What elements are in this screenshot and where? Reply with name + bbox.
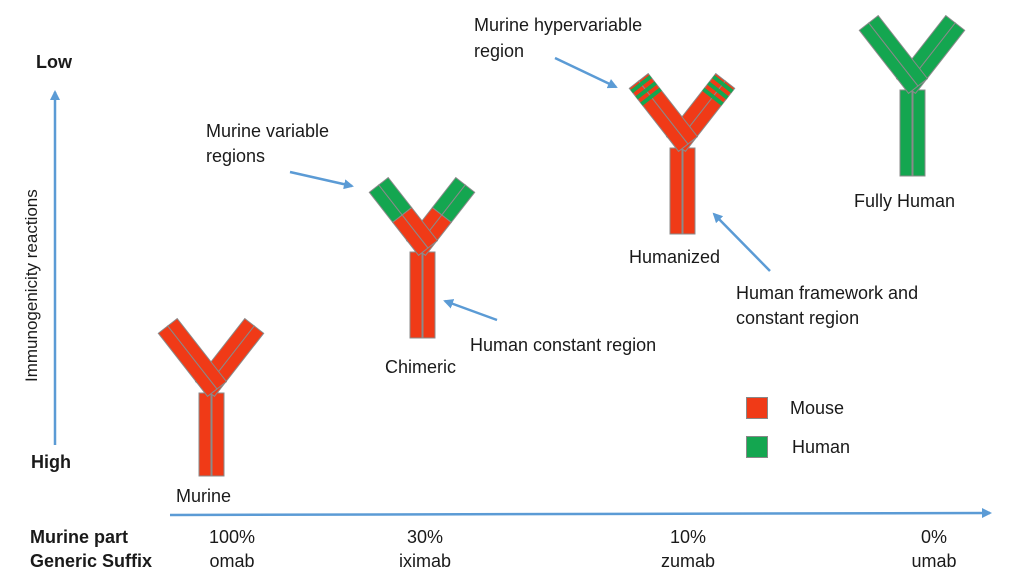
chimeric-suffix-value: iximab	[398, 551, 452, 571]
legend-mouse-swatch	[746, 397, 768, 419]
humanized-label: Humanized	[629, 247, 721, 267]
murine-label: Murine	[176, 486, 232, 506]
humanized-suffix-value: zumab	[660, 551, 716, 571]
callout-murine-hypervariable-line2: region	[474, 41, 525, 61]
chimeric-antibody	[368, 176, 476, 339]
fully-human-label: Fully Human	[854, 191, 956, 211]
y-axis-title: Immunogenicity reactions	[22, 189, 41, 382]
fully-human-percent-value: 0%	[920, 527, 948, 547]
callout-murine-variable-line1: Murine variable	[206, 121, 330, 141]
murine-antibody	[157, 317, 265, 477]
callout-arrow-human-constant	[443, 299, 498, 322]
legend-human-label: Human	[792, 437, 851, 457]
callout-arrow-human-framework	[712, 212, 771, 272]
callout-murine-hypervariable-line1: Murine hypervariable	[474, 15, 643, 35]
callout-arrow-murine-variable	[289, 170, 354, 190]
murine-part-row-label: Murine part	[30, 527, 129, 547]
y-axis-low-label: Low	[36, 52, 72, 72]
y-axis-high-label: High	[31, 452, 71, 472]
fully-human-suffix-value: umab	[911, 551, 957, 571]
callout-human-framework-line1: Human framework and	[736, 283, 919, 303]
humanized-percent-value: 10%	[669, 527, 707, 547]
murine-percent-value: 100%	[208, 527, 256, 547]
humanized-antibody	[628, 72, 736, 235]
x-axis-arrow	[169, 508, 992, 519]
callout-murine-variable-line2: regions	[206, 146, 266, 166]
murine-suffix-value: omab	[209, 551, 255, 571]
fully-human-antibody	[858, 14, 966, 177]
callout-human-framework-line2: constant region	[736, 308, 860, 328]
legend-mouse-label: Mouse	[790, 398, 845, 418]
legend-human-swatch	[746, 436, 768, 458]
chimeric-label: Chimeric	[385, 357, 457, 377]
generic-suffix-row-label: Generic Suffix	[30, 551, 153, 571]
callout-arrow-murine-hypervariable	[554, 56, 618, 89]
chimeric-percent-value: 30%	[406, 527, 444, 547]
callout-human-constant: Human constant region	[470, 335, 657, 355]
